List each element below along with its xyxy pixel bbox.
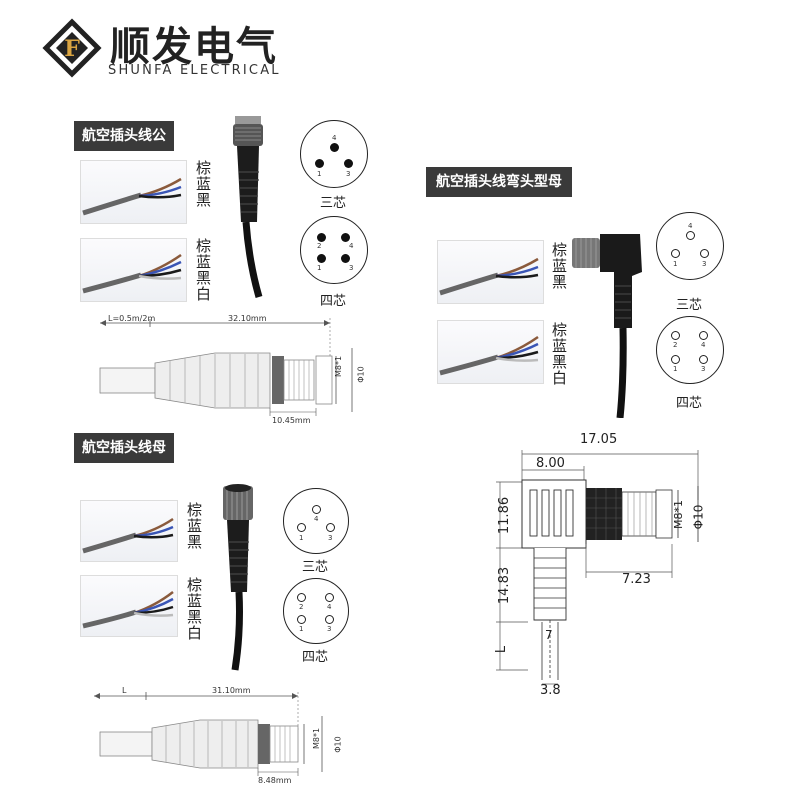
male-dimension-drawing (99, 318, 353, 416)
pin-diagram-4core-male: 2 4 1 3 (300, 216, 368, 284)
dim-nut-length: 10.45mm (272, 416, 311, 425)
dim-cable-length-female: L (122, 686, 127, 695)
pin-diagram-3core-elbow: 4 1 3 (656, 212, 724, 280)
pin-diagram-3core-male: 4 1 3 (300, 120, 368, 188)
dim-thread: M8*1 (334, 355, 344, 378)
dim-total-length-female: 31.10mm (212, 686, 251, 695)
pin-label-3core-female: 三芯 (301, 560, 328, 575)
wire-3core-icon (439, 257, 539, 296)
dim-elbow-width: 17.05 (580, 432, 618, 447)
pin-diagram-4core-female: 2 4 1 3 (283, 578, 349, 644)
dim-elbow-cable: 7 (545, 628, 553, 642)
brand-logo: F (42, 18, 102, 78)
dim-elbow-nut: 7.23 (622, 572, 651, 587)
dim-elbow-diameter: Φ10 (691, 504, 706, 530)
female-dimension-drawing (94, 692, 323, 776)
wire-3core-icon (82, 517, 174, 554)
section-title-female: 航空插头线母 (74, 433, 174, 463)
pin-label-4core-male: 四芯 (319, 294, 346, 309)
dim-nut-length-female: 8.48mm (258, 776, 292, 785)
female-connector-photo (223, 484, 253, 671)
brand-name-en: SHUNFA ELECTRICAL (108, 63, 281, 78)
color-list-3core-female: 棕蓝黑 (185, 502, 203, 550)
wire-photo-4core-female (80, 575, 178, 637)
pin-label-3core-elbow: 三芯 (675, 298, 702, 313)
wire-photo-3core-elbow (437, 240, 544, 304)
color-list-4core: 棕蓝黑白 (194, 238, 212, 302)
section-title-male: 航空插头线公 (74, 121, 174, 151)
brand-name-cn: 顺发电气 (110, 24, 278, 70)
color-list-3core: 棕蓝黑 (194, 160, 212, 208)
elbow-dimension-drawing (496, 450, 699, 685)
dim-diameter-female: Φ10 (333, 736, 343, 753)
pin-label-4core-elbow: 四芯 (675, 396, 702, 411)
color-list-4core-elbow: 棕蓝黑白 (550, 322, 568, 386)
male-connector-photo (233, 116, 263, 298)
dim-cable-length: L=0.5m/2m (108, 314, 156, 323)
pin-label-4core-female: 四芯 (301, 650, 328, 665)
dim-diameter: Φ10 (356, 366, 366, 383)
color-list-3core-elbow: 棕蓝黑 (550, 242, 568, 290)
pin-diagram-3core-female: 4 1 3 (283, 488, 349, 554)
wire-4core-icon (82, 591, 174, 629)
wire-4core-icon (439, 335, 539, 376)
dim-thread-female: M8*1 (312, 727, 322, 750)
wire-photo-3core (80, 160, 187, 224)
pin-label-3core-male: 三芯 (319, 196, 346, 211)
wire-photo-4core (80, 238, 187, 302)
color-list-4core-female: 棕蓝黑白 (185, 577, 203, 641)
dim-elbow-head: 8.00 (536, 456, 565, 471)
wire-4core-icon (82, 253, 182, 294)
section-title-elbow: 航空插头线弯头型母 (426, 167, 572, 197)
svg-text:F: F (64, 36, 80, 62)
elbow-connector-photo (572, 234, 642, 418)
dim-elbow-thread: M8*1 (672, 500, 685, 529)
dim-elbow-wire: 3.8 (540, 683, 561, 698)
dim-elbow-h1: 11.86 (497, 496, 513, 535)
dim-elbow-L: L (494, 645, 510, 654)
logo-mark-icon: F (42, 18, 102, 78)
wire-photo-4core-elbow (437, 320, 544, 384)
wire-3core-icon (82, 177, 182, 216)
dim-total-length: 32.10mm (228, 314, 267, 323)
pin-diagram-4core-elbow: 2 4 1 3 (656, 316, 724, 384)
dim-elbow-h2: 14.83 (497, 566, 513, 605)
wire-photo-3core-female (80, 500, 178, 562)
